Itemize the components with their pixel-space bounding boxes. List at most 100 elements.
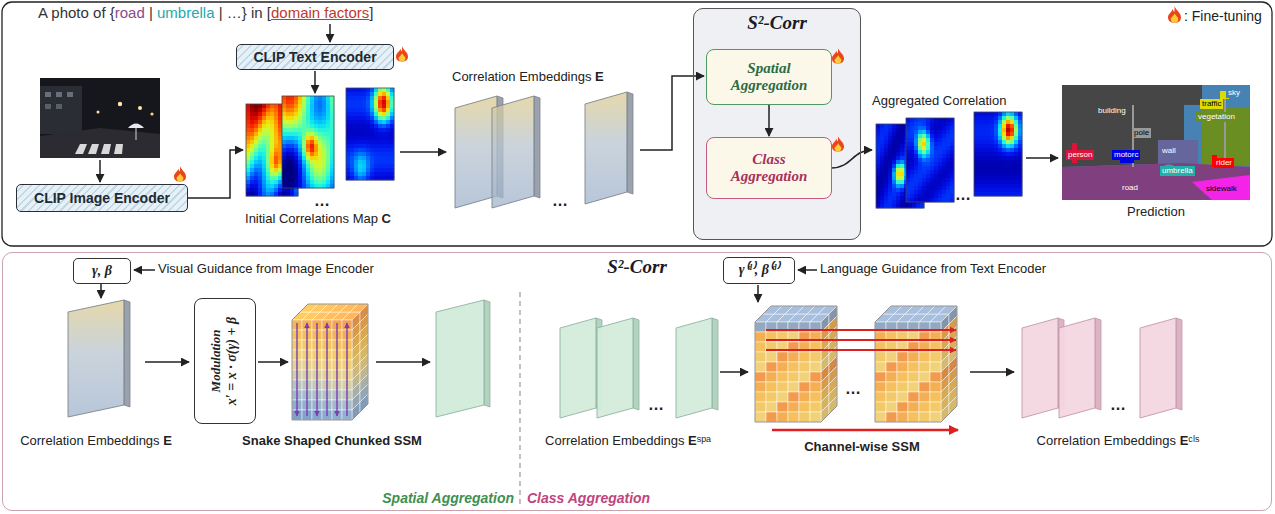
heatmap: [258, 148, 262, 152]
heatmap: [346, 112, 350, 116]
heatmap: [294, 116, 298, 120]
heatmap: [270, 144, 274, 148]
aggregated-map: [934, 166, 938, 170]
heatmap: [362, 160, 366, 164]
heatmap: [282, 128, 286, 132]
heatmap: [310, 136, 314, 140]
aggregated-map: [922, 170, 926, 174]
heatmap: [274, 112, 278, 116]
aggregated-map: [938, 190, 942, 194]
aggregated-map: [918, 170, 922, 174]
snake-ssm-cube: [292, 304, 368, 420]
aggregated-map: [930, 126, 934, 130]
aggregated-map: [994, 144, 998, 148]
heatmap: [258, 140, 262, 144]
heatmap: [290, 128, 294, 132]
aggregated-map: [942, 158, 946, 162]
aggregated-map: [982, 184, 986, 188]
aggregated-map: [942, 166, 946, 170]
heatmap: [286, 164, 290, 168]
aggregated-map: [1002, 144, 1006, 148]
aggregated-map: [1002, 164, 1006, 168]
aggregated-map: [974, 160, 978, 164]
aggregated-map: [990, 144, 994, 148]
channel-ssm-cube: [930, 382, 941, 392]
heatmap: [282, 128, 286, 132]
heatmap: [326, 120, 330, 124]
aggregated-map: [914, 170, 918, 174]
heatmap: [298, 132, 302, 136]
heatmap: [362, 140, 366, 144]
heatmap: [362, 96, 366, 100]
spatial-output-plate: [484, 300, 490, 407]
heatmap: [382, 152, 386, 156]
heatmap: [370, 144, 374, 148]
heatmap: [386, 116, 390, 120]
heatmap: [290, 180, 294, 184]
heatmap: [270, 108, 274, 112]
heatmap: [318, 104, 322, 108]
aggregated-map: [934, 154, 938, 158]
heatmap: [354, 148, 358, 152]
aggregated-map: [880, 196, 884, 200]
aggregated-map: [892, 188, 896, 192]
aggregated-map: [986, 140, 990, 144]
heatmap: [266, 144, 270, 148]
heatmap: [362, 136, 366, 140]
aggregated-map: [914, 130, 918, 134]
heatmap: [346, 172, 350, 176]
heatmap: [378, 128, 382, 132]
aggregated-map: [900, 156, 904, 160]
heatmap: [318, 144, 322, 148]
aggregated-map: [978, 128, 982, 132]
heatmap: [274, 128, 278, 132]
aggregated-map: [946, 142, 950, 146]
heatmap: [286, 148, 290, 152]
aggregated-map: [1014, 184, 1018, 188]
heatmap: [286, 164, 290, 168]
aggregated-map: [880, 188, 884, 192]
aggregated-map: [994, 136, 998, 140]
heatmap: [354, 116, 358, 120]
aggregated-map: [990, 164, 994, 168]
heatmap: [286, 180, 290, 184]
heatmap: [362, 172, 366, 176]
aggregated-map: [974, 144, 978, 148]
aggregated-map: [896, 132, 900, 136]
channel-ssm-cube: [919, 362, 930, 372]
heatmap: [278, 188, 282, 192]
heatmap: [306, 112, 310, 116]
aggregated-map: [990, 176, 994, 180]
heatmap: [386, 108, 390, 112]
channel-ssm-cube: [788, 352, 799, 362]
aggregated-map: [994, 156, 998, 160]
heatmap: [286, 132, 290, 136]
aggregated-map: [1010, 116, 1014, 120]
heatmap: [366, 148, 370, 152]
heatmap: [274, 188, 278, 192]
aggregated-map: [914, 154, 918, 158]
aggregated-map: [930, 138, 934, 142]
channel-ssm-cube: [930, 412, 941, 422]
heatmap: [306, 160, 310, 164]
heatmap: [286, 160, 290, 164]
heatmap: [310, 108, 314, 112]
heatmap: [282, 116, 286, 120]
channel-ssm-cube: [755, 372, 766, 382]
aggregated-map: [880, 136, 884, 140]
aggregated-map: [938, 166, 942, 170]
heatmap: [378, 112, 382, 116]
heatmap: [246, 132, 250, 136]
spatial-embedding-plate: [676, 318, 712, 418]
aggregated-map: [994, 168, 998, 172]
heatmap: [382, 124, 386, 128]
heatmap: [250, 148, 254, 152]
heatmap: [254, 184, 258, 188]
heatmap: [294, 128, 298, 132]
heatmap: [386, 100, 390, 104]
heatmap: [246, 104, 298, 196]
embedding-plate: [585, 92, 627, 204]
aggregated-map: [888, 148, 892, 152]
heatmap: [386, 136, 390, 140]
heatmap: [286, 124, 290, 128]
